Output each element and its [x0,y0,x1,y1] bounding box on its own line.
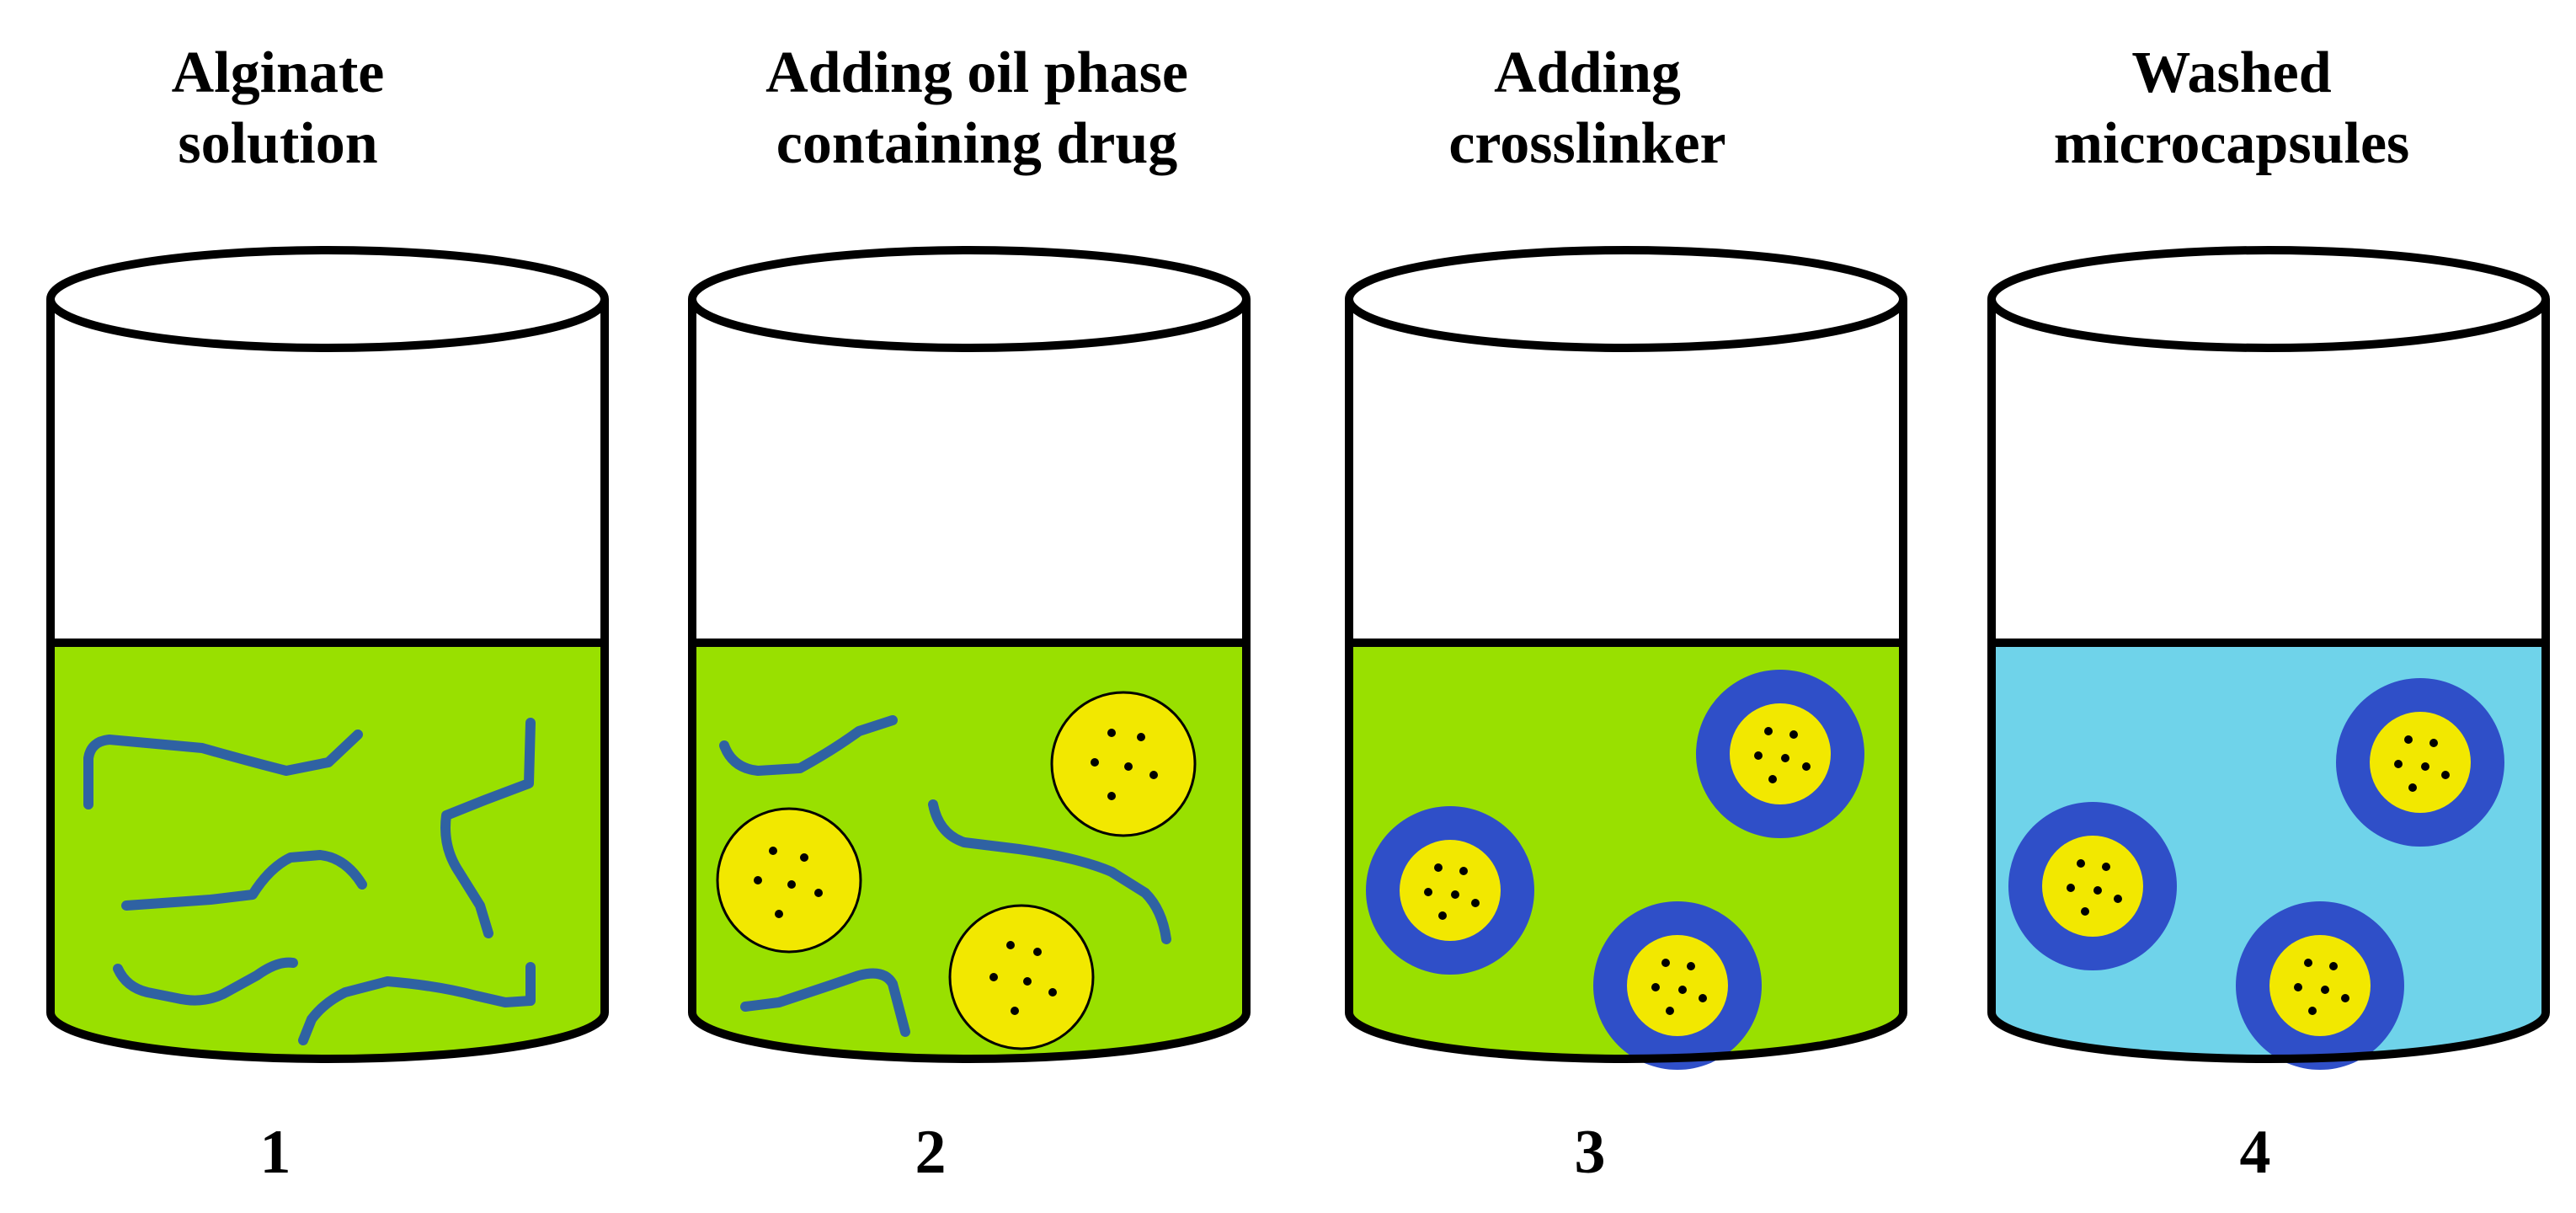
beaker-3-icon [1345,246,1907,1070]
beaker-1-icon [46,246,609,1063]
microcapsule-icon [2236,901,2404,1070]
beaker-1-rim [46,246,609,352]
step-3-title-line-2: crosslinker [1448,111,1726,176]
oil-droplet-icon [948,904,1095,1050]
oil-droplet-icon [716,807,862,954]
step-2-number: 2 [915,1118,947,1187]
microcapsule-icon [1696,670,1864,838]
step-1-title: Alginate solution [25,38,531,179]
beaker-4-icon [1987,246,2550,1070]
beaker-3-microcapsules [1366,670,1864,1070]
alginate-chain-icon [440,718,536,938]
beaker-4-microcapsules [2008,678,2504,1070]
microcapsule-icon [1366,806,1534,975]
oil-droplet-icon [1050,691,1197,837]
step-4-title-line-1: Washed [2131,40,2332,105]
beaker-4-rim [1987,246,2550,352]
step-1-number: 1 [259,1118,291,1187]
alginate-chain-icon [928,799,1171,944]
beaker-1-outline [46,299,609,1063]
beaker-2-alginate-chains [719,715,1171,1037]
step-1-title-line-2: solution [178,111,378,176]
step-4-number: 4 [2239,1118,2271,1187]
beaker-2-outline [688,299,1251,1063]
step-2-title-line-1: Adding oil phase [765,40,1188,105]
alginate-chain-icon [719,715,898,776]
step-4-title: Washed microcapsules [1971,38,2493,179]
alginate-chain-icon [113,957,298,1006]
step-2-title-line-2: containing drug [776,111,1178,176]
beaker-3-rim [1345,246,1907,352]
beaker-2-rim [688,246,1251,352]
beaker-2-oil-droplets [716,691,1197,1050]
microcapsule-icon [1593,901,1762,1070]
step-3-number: 3 [1574,1118,1606,1187]
beaker-2-icon [688,246,1251,1063]
step-3-title-line-1: Adding [1494,40,1681,105]
alginate-chain-icon [83,729,363,810]
step-4-title-line-2: microcapsules [2053,111,2410,176]
beaker-4-outline [1987,299,2550,1063]
step-3-title: Adding crosslinker [1377,38,1798,179]
microcapsule-icon [2336,678,2504,847]
beaker-1-alginate-chains [83,718,536,1045]
microcapsule-icon [2008,802,2177,970]
alginate-chain-icon [121,850,367,911]
step-2-title: Adding oil phase containing drug [657,38,1297,179]
alginate-chain-icon [740,968,910,1037]
beaker-3-outline [1345,299,1907,1063]
alginate-chain-icon [298,962,536,1045]
step-1-title-line-1: Alginate [171,40,385,105]
